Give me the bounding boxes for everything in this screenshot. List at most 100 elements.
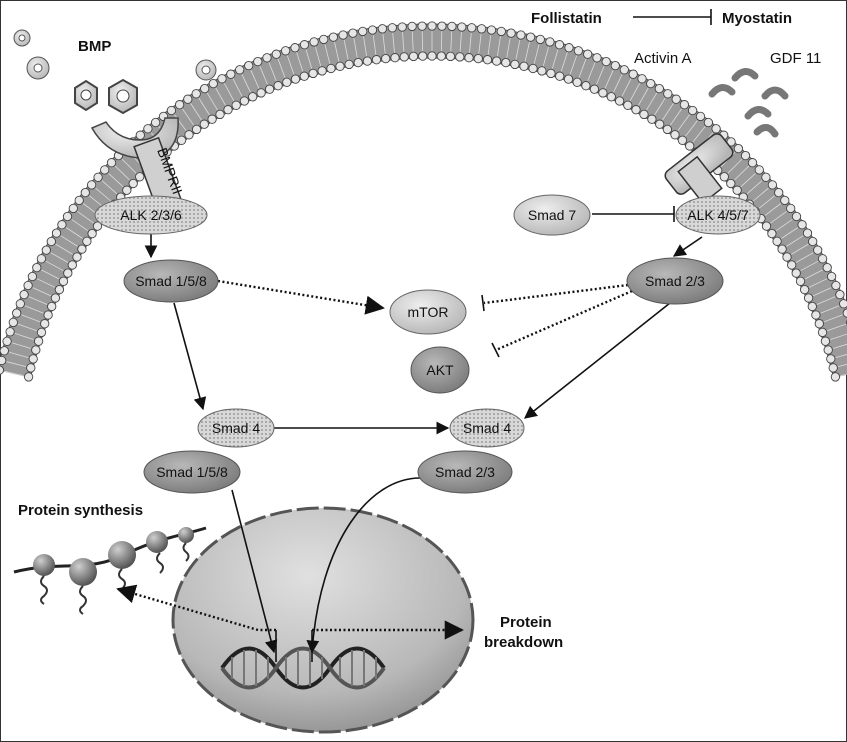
lipid-tail (804, 269, 823, 280)
lipid-head (217, 74, 227, 84)
lipid-head (122, 185, 132, 195)
lipid-head (787, 260, 797, 270)
lipid-tail (560, 52, 568, 72)
mtor-label: mTOR (408, 304, 449, 320)
lipid-tail (629, 83, 641, 101)
lipid-tail (121, 158, 137, 174)
lipid-tail (840, 373, 847, 377)
alk457-label: ALK 4/5/7 (687, 207, 749, 223)
lipid-head (799, 284, 810, 295)
lipid-head (248, 92, 258, 102)
lipid-head (239, 96, 250, 106)
lipid-head (377, 24, 388, 34)
lipid-tail (296, 52, 304, 72)
lipid-head (491, 56, 502, 66)
lipid-head (835, 289, 845, 300)
lipid-head (813, 245, 823, 255)
lipid-head (719, 172, 729, 182)
lipid-head (447, 21, 457, 32)
lipid-head (647, 114, 657, 124)
lipid-head (772, 236, 782, 246)
lipid-head (663, 89, 673, 99)
lipid-head (54, 284, 65, 295)
lipid-head (33, 336, 44, 346)
lipid-tail (692, 126, 706, 143)
activin-label: Activin A (634, 50, 692, 67)
lipid-head (573, 46, 584, 56)
lipid-head (353, 57, 363, 68)
lipid-head (467, 23, 477, 33)
lipid-head (510, 59, 520, 70)
lipid-head (782, 252, 792, 262)
smad23-bottom-node: Smad 2/3 (417, 450, 513, 494)
lipid-head (623, 100, 633, 110)
lipid-tail (95, 187, 112, 202)
lipid-head (32, 262, 42, 273)
lipid-tail (469, 32, 472, 53)
lipid-tail (11, 342, 32, 349)
lipid-head (795, 276, 806, 286)
akt-label: AKT (426, 362, 454, 378)
lipid-head (367, 25, 378, 35)
lipid-head (0, 346, 9, 356)
lipid-head (528, 63, 538, 74)
lipid-head (166, 105, 177, 116)
lipid-head (828, 363, 838, 373)
lipid-head (348, 28, 358, 38)
lipid-head (86, 180, 97, 190)
lipid-tail (6, 361, 27, 367)
lipid-head (26, 363, 36, 373)
lipid-head (87, 228, 97, 239)
lipid-tail (832, 343, 847, 349)
lipid-head (823, 345, 833, 355)
lipid-head (654, 83, 664, 94)
connectors (116, 9, 712, 662)
lipid-tail (752, 187, 769, 202)
lipid-tail (542, 46, 549, 67)
lipid-tail (596, 66, 605, 85)
lipid-tail (36, 278, 56, 288)
lipid-head (15, 299, 25, 309)
lipid-head (191, 89, 201, 99)
lipid-head (282, 77, 292, 87)
bmp-ligand (108, 78, 138, 115)
lipid-head (476, 24, 487, 34)
lipid-head (427, 21, 437, 31)
protein-synthesis-label: Protein synthesis (18, 502, 143, 519)
lipid-tail (392, 32, 395, 53)
lipid-tail (77, 210, 94, 224)
lipid-tail (781, 227, 799, 239)
lipid-head (583, 49, 593, 59)
lipid-tail (800, 260, 819, 272)
lipid-head (817, 254, 828, 264)
arrow-alk457-smad23 (672, 236, 703, 257)
arrow-smad158-dna (231, 489, 278, 654)
lipid-head (223, 105, 233, 115)
lipid-tail (8, 351, 29, 358)
lipid-tail (487, 34, 492, 55)
lipid-tail (198, 97, 210, 116)
lipid-tail (174, 114, 187, 131)
lipid-head (63, 268, 73, 278)
lipid-head (639, 109, 649, 120)
arrow-smad23-smad4 (523, 302, 671, 419)
lipid-tail (32, 287, 52, 297)
lipid-head (135, 172, 145, 182)
lipid-head (253, 56, 263, 67)
lipid-tail (21, 314, 41, 323)
lipid-head (754, 165, 764, 175)
lipid-tail (795, 252, 814, 263)
lipid-head (23, 280, 33, 291)
arrow-smad23-dna (306, 477, 421, 654)
lipid-tail (587, 62, 596, 82)
lipid-head (545, 37, 555, 47)
lipid-head (592, 53, 602, 63)
lipid-head (436, 51, 446, 61)
lipid-head (51, 228, 62, 238)
lipid-head (31, 345, 41, 355)
lipid-head (5, 327, 15, 337)
activin-receptor (664, 133, 734, 205)
alk457-node: ALK 4/5/7 (675, 195, 761, 235)
lipid-head (93, 172, 103, 182)
lipid-head (747, 158, 758, 168)
